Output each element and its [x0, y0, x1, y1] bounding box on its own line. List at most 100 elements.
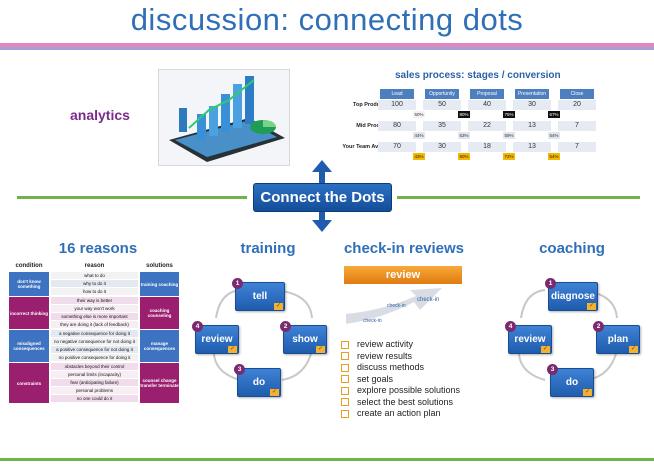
- conversion-pct: 72%: [503, 153, 515, 160]
- reason-item: no positive consequence for doing it: [51, 354, 138, 361]
- coaching-title: coaching: [539, 240, 605, 257]
- reason-item: a negative consequence for doing it: [51, 330, 138, 337]
- stage-value: 70: [378, 142, 416, 152]
- stage-value: 20: [558, 100, 596, 110]
- checkbox-icon: [341, 352, 349, 361]
- solution-cell: counsel change transfer terminate: [140, 363, 179, 403]
- step-number: 2: [593, 321, 604, 332]
- analytics-label: analytics: [70, 107, 130, 123]
- step-number: 4: [192, 321, 203, 332]
- check-icon: ✓: [541, 346, 550, 353]
- stage-value: 30: [513, 100, 551, 110]
- bottom-band: [0, 458, 654, 461]
- reason-item: how to do it: [51, 288, 138, 295]
- step-number: 4: [505, 321, 516, 332]
- stage-value: 18: [468, 142, 506, 152]
- stage-header: Proposal: [470, 89, 504, 99]
- step-number: 1: [545, 278, 556, 289]
- step-number: 3: [234, 364, 245, 375]
- stage-header: Close: [560, 89, 594, 99]
- reason-item: no negative consequence for not doing it: [51, 338, 138, 345]
- training-title: training: [240, 240, 296, 257]
- checkbox-icon: [341, 375, 349, 384]
- conversion-pct: 54%: [548, 132, 560, 139]
- solution-cell: manage consequences: [140, 330, 179, 362]
- checkin-label: check-in: [417, 297, 440, 303]
- solution-cell: training coaching: [140, 272, 179, 296]
- checkin-label: check-in: [387, 303, 406, 309]
- reason-item: they are doing it (lack of feedback): [51, 321, 138, 328]
- checkbox-icon: [341, 386, 349, 395]
- reason-item: a positive consequence for not doing it: [51, 346, 138, 353]
- checkin-title: check-in reviews: [343, 240, 465, 257]
- checkin-item: select the best solutions: [341, 397, 460, 409]
- analytics-image: [158, 69, 290, 166]
- reason-header: reason: [84, 263, 105, 269]
- check-icon: ✓: [274, 303, 283, 310]
- check-icon: ✓: [228, 346, 237, 353]
- reason-item: no one could do it: [51, 395, 138, 402]
- check-icon: ✓: [587, 303, 596, 310]
- connect-the-dots-banner: Connect the Dots: [253, 183, 392, 212]
- stage-value: 22: [468, 121, 506, 131]
- checkbox-icon: [341, 340, 349, 349]
- sales-process-title: sales process: stages / conversion: [395, 70, 561, 81]
- checkin-arrow-icon: [346, 288, 442, 324]
- condition-cell: don't know something: [9, 272, 49, 296]
- check-icon: ✓: [629, 346, 638, 353]
- check-icon: ✓: [583, 389, 592, 396]
- checkin-item: review activity: [341, 339, 460, 351]
- stage-value: 13: [513, 121, 551, 131]
- reason-item: their way is better: [51, 297, 138, 304]
- step-number: 1: [232, 278, 243, 289]
- reason-item: why to do it: [51, 280, 138, 287]
- conversion-pct: 54%: [548, 153, 560, 160]
- reason-item: your way won't work: [51, 305, 138, 312]
- conversion-pct: 43%: [413, 153, 425, 160]
- conversion-pct: 44%: [413, 132, 425, 139]
- step-number: 3: [547, 364, 558, 375]
- stage-value: 100: [378, 100, 416, 110]
- reason-item: something else is more important: [51, 313, 138, 320]
- conversion-pct: 80%: [458, 111, 470, 118]
- reason-item: what to do: [51, 272, 138, 279]
- row-label: Your Team Avgs (5 reps): [342, 144, 406, 150]
- divider-left: [17, 196, 247, 199]
- reason-item: obstacles beyond their control: [51, 363, 138, 370]
- review-banner: review: [344, 266, 462, 284]
- checkbox-icon: [341, 409, 349, 418]
- stage-value: 35: [423, 121, 461, 131]
- stage-value: 50: [423, 100, 461, 110]
- reason-item: fear (anticipating failure): [51, 379, 138, 386]
- stage-value: 80: [378, 121, 416, 131]
- condition-cell: misaligned consequences: [9, 330, 49, 362]
- checkin-list: review activity review results discuss m…: [341, 339, 460, 420]
- solution-cell: coaching counseling: [140, 297, 179, 329]
- stage-value: 40: [468, 100, 506, 110]
- conversion-pct: 75%: [503, 111, 515, 118]
- page-title: discussion: connecting dots: [130, 2, 524, 37]
- checkin-item: review results: [341, 351, 460, 363]
- stage-header: Presentation: [515, 89, 549, 99]
- checkin-item: create an action plan: [341, 408, 460, 420]
- stage-value: 7: [558, 121, 596, 131]
- checkin-item: set goals: [341, 374, 460, 386]
- checkbox-icon: [341, 398, 349, 407]
- conversion-pct: 60%: [458, 153, 470, 160]
- stage-header: Lead: [380, 89, 414, 99]
- check-icon: ✓: [316, 346, 325, 353]
- checkin-label: check-in: [363, 318, 382, 324]
- stage-header: Opportunity: [425, 89, 459, 99]
- condition-cell: constraints: [9, 363, 49, 403]
- pink-band: [0, 43, 654, 47]
- conversion-pct: 59%: [503, 132, 515, 139]
- conversion-pct: 63%: [458, 132, 470, 139]
- condition-header: condition: [15, 263, 43, 269]
- conversion-pct: 50%: [413, 111, 425, 118]
- divider-right: [397, 196, 640, 199]
- checkbox-icon: [341, 363, 349, 372]
- conversion-pct: 67%: [548, 111, 560, 118]
- stage-value: 30: [423, 142, 461, 152]
- condition-cell: incorrect thinking: [9, 297, 49, 329]
- stage-value: 7: [558, 142, 596, 152]
